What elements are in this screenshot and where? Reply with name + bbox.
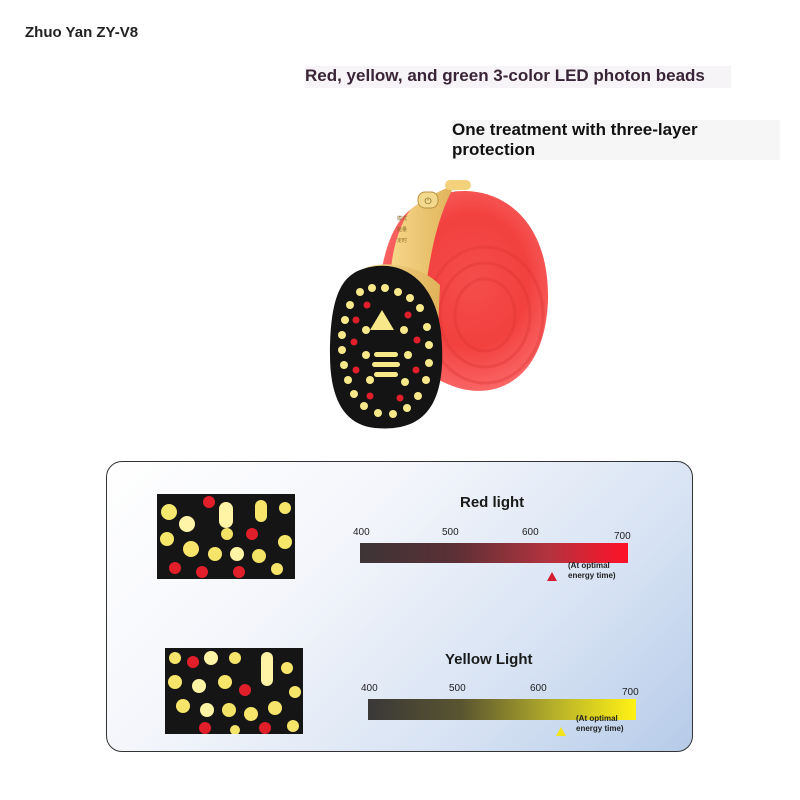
device-button-labels: 模式 能量 定时 [397, 214, 407, 247]
top-button [445, 180, 471, 190]
timer-label: 定时 [397, 238, 408, 244]
power-icon: ⏻ [424, 196, 431, 207]
energy-label: 能量 [397, 227, 408, 233]
red-tick-700: 700 [614, 531, 631, 542]
yellow-optimal-note: (At optimal energy time) [576, 714, 624, 733]
yellow-light-closeup [165, 648, 303, 734]
headline-led-beads: Red, yellow, and green 3-color LED photo… [305, 66, 731, 88]
red-light-closeup [157, 494, 295, 579]
yellow-tick-600: 600 [530, 683, 547, 694]
yellow-tick-700: 700 [622, 687, 639, 698]
red-optimal-note: (At optimal energy time) [568, 561, 616, 580]
red-tick-500: 500 [442, 527, 459, 538]
yellow-tick-500: 500 [449, 683, 466, 694]
red-light-title: Red light [460, 494, 525, 511]
yellow-spectrum-bar [368, 699, 636, 720]
red-tick-400: 400 [353, 527, 370, 538]
mode-label: 模式 [397, 216, 408, 222]
yellow-tick-400: 400 [361, 683, 378, 694]
red-tick-600: 600 [522, 527, 539, 538]
yellow-optimal-marker [556, 727, 566, 736]
headline-protection: One treatment with three-layer protectio… [452, 120, 780, 160]
device-illustration: ⏻ [330, 180, 549, 429]
yellow-light-title: Yellow Light [445, 651, 533, 668]
brand-title: Zhuo Yan ZY-V8 [25, 24, 139, 41]
power-button [417, 191, 439, 209]
red-spectrum-bar [360, 543, 628, 563]
red-optimal-marker [547, 572, 557, 581]
